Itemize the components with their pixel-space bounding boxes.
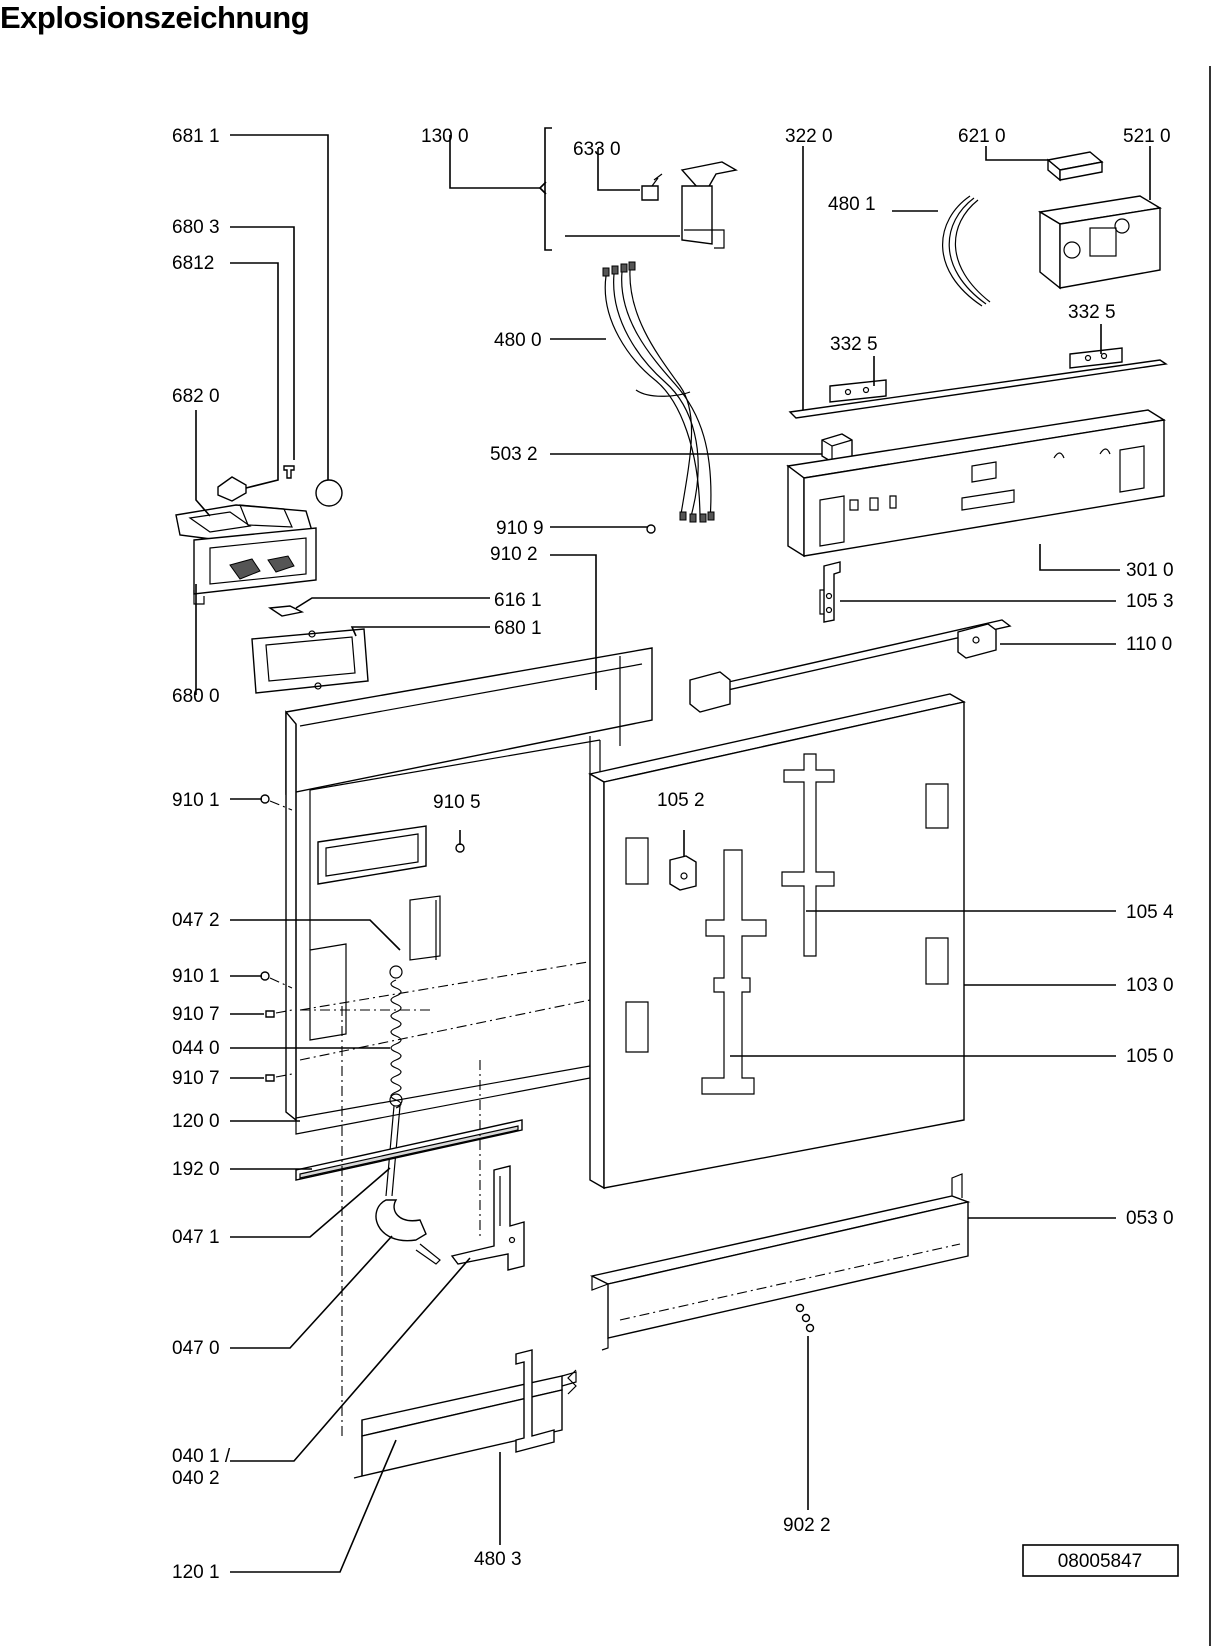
part-910-1-screws	[260, 794, 293, 989]
part-480-3-foot	[515, 1349, 555, 1453]
part-047-0-clip	[375, 1199, 441, 1265]
label-521-0: 521 0	[1123, 126, 1171, 147]
label-322-0: 322 0	[785, 126, 833, 147]
label-910-1-a: 910 1	[172, 790, 220, 811]
part-902-2-screws	[795, 1303, 815, 1333]
part-621-0-connector	[1046, 151, 1104, 182]
label-301-0: 301 0	[1126, 560, 1174, 581]
part-910-5-screw	[455, 843, 465, 853]
part-680-1-gasket	[251, 628, 369, 694]
part-680-3-screw	[283, 465, 295, 479]
reference-number: 08005847	[1058, 1551, 1143, 1572]
label-110-0: 110 0	[1126, 634, 1172, 655]
label-040-1: 040 1 /	[172, 1446, 231, 1467]
label-047-1: 047 1	[172, 1227, 220, 1248]
part-105-3-bracket	[819, 561, 841, 623]
part-480-0-wiring	[602, 261, 715, 523]
label-633-0: 633 0	[573, 139, 621, 160]
label-503-2: 503 2	[490, 444, 538, 465]
label-480-1: 480 1	[828, 194, 876, 215]
label-047-0: 047 0	[172, 1338, 220, 1359]
label-047-2: 047 2	[172, 910, 220, 931]
label-6812: 6812	[172, 253, 214, 274]
part-103-0-outer-door	[588, 693, 966, 1190]
label-682-0: 682 0	[172, 386, 220, 407]
part-130-0-bracket	[641, 161, 738, 249]
label-910-5: 910 5	[433, 792, 481, 813]
part-053-0-kick-panel	[589, 1173, 971, 1351]
part-910-7-screws	[265, 1009, 293, 1082]
label-902-2: 902 2	[783, 1515, 831, 1536]
label-130-0: 130 0	[421, 126, 469, 147]
label-680-3: 680 3	[172, 217, 220, 238]
label-103-0: 103 0	[1126, 975, 1174, 996]
label-910-2: 910 2	[490, 544, 538, 565]
label-105-3: 105 3	[1126, 591, 1174, 612]
part-040-1-bracket	[450, 1165, 525, 1271]
label-680-0: 680 0	[172, 686, 220, 707]
label-480-3: 480 3	[474, 1549, 522, 1570]
label-681-1: 681 1	[172, 126, 220, 147]
label-105-4: 105 4	[1126, 902, 1174, 923]
part-910-9-screw	[646, 524, 656, 534]
label-680-1: 680 1	[494, 618, 542, 639]
label-332-5-a: 332 5	[830, 334, 878, 355]
label-120-1: 120 1	[172, 1562, 220, 1583]
part-480-1-cable	[942, 195, 991, 307]
label-910-7-a: 910 7	[172, 1004, 220, 1025]
label-105-2: 105 2	[657, 790, 705, 811]
label-192-0: 192 0	[172, 1159, 220, 1180]
leader-lines	[195, 127, 1151, 1573]
label-105-0: 105 0	[1126, 1046, 1174, 1067]
label-910-1-b: 910 1	[172, 966, 220, 987]
label-621-0: 621 0	[958, 126, 1006, 147]
part-labels: 681 1 130 0 633 0 322 0 621 0 521 0 480 …	[172, 126, 1174, 1583]
label-040-2: 040 2	[172, 1468, 220, 1489]
part-192-0-rail	[295, 1119, 523, 1181]
label-120-0: 120 0	[172, 1111, 220, 1132]
label-480-0: 480 0	[494, 330, 542, 351]
part-301-0-control-panel	[786, 409, 1166, 558]
part-322-0-rail	[788, 347, 1168, 419]
label-053-0: 053 0	[1126, 1208, 1174, 1229]
part-616-1-clip	[267, 605, 305, 617]
label-332-5-b: 332 5	[1068, 302, 1116, 323]
part-110-0-hinge-bar	[689, 619, 1012, 713]
label-044-0: 044 0	[172, 1038, 220, 1059]
label-910-9: 910 9	[496, 518, 544, 539]
label-910-7-b: 910 7	[172, 1068, 220, 1089]
page-title: Explosionszeichnung	[0, 0, 310, 35]
part-120-0-inner-door	[285, 647, 653, 1135]
reference-number-box: 08005847	[1022, 1544, 1179, 1577]
part-6812-knob	[217, 476, 247, 502]
part-681-1-cap	[315, 479, 343, 507]
label-616-1: 616 1	[494, 590, 542, 611]
part-120-1-bottom-trim	[353, 1369, 577, 1479]
part-521-0-control-module	[1037, 195, 1163, 290]
part-044-0-spring	[389, 965, 403, 1109]
part-680-0-dispenser	[175, 504, 317, 695]
